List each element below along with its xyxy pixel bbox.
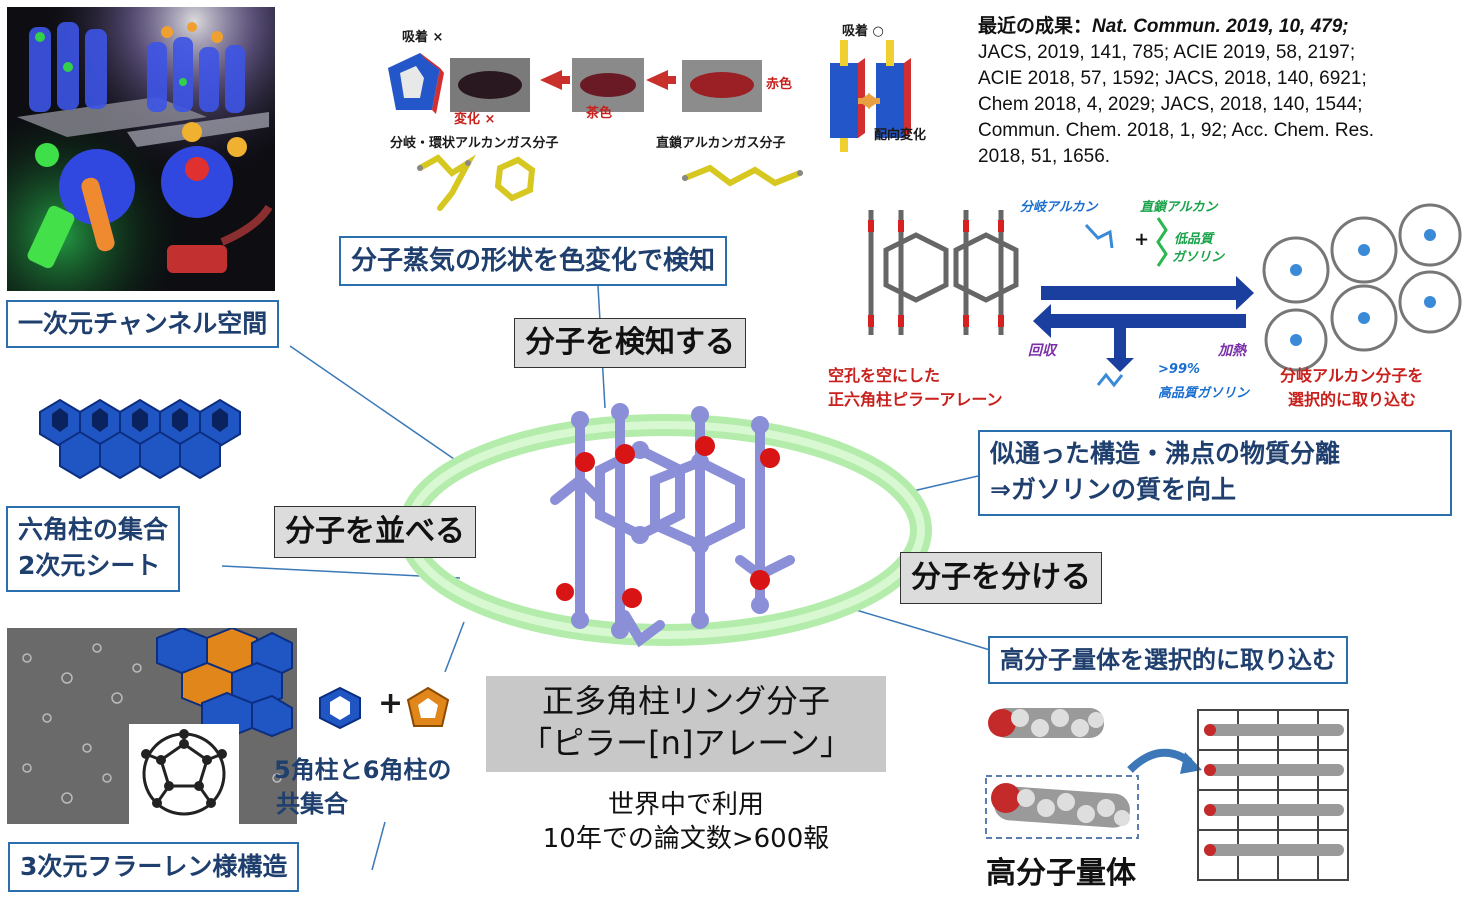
pillararene-title-line2: 「ピラー[n]アレーン」 [520, 724, 852, 762]
separate-molecules-text: 分子を分ける [911, 560, 1091, 595]
reference-line-3: ACIE 2018, 57, 1592; JACS, 2018, 140, 69… [978, 68, 1367, 89]
separation-line1: 似通った構造・沸点の物質分離 [990, 439, 1341, 468]
pentagon-prism-icon [406, 686, 450, 727]
orient-change-label: 配向変化 [874, 128, 927, 143]
arrange-molecules-text: 分子を並べる [285, 514, 465, 549]
separation-box: 似通った構造・沸点の物質分離 ⇒ガソリンの質を向上 [978, 430, 1452, 516]
recover-label: 回収 [1028, 343, 1056, 359]
separation-line2: ⇒ガソリンの質を向上 [990, 475, 1236, 504]
reference-line-2: JACS, 2019, 141, 785; ACIE 2019, 58, 219… [978, 42, 1356, 63]
pillararene-title-box: 正多角柱リング分子 「ピラー[n]アレーン」 [486, 676, 886, 772]
channel-space-text: 一次元チャンネル空間 [18, 309, 268, 338]
pillararene-title-line1: 正多角柱リング分子 [541, 682, 830, 720]
usage-line1: 世界中で利用 [607, 790, 764, 820]
references-label: 最近の成果： [978, 16, 1093, 37]
emptied-pillararene-line1: 空孔を空にした [828, 366, 941, 385]
coassembly-line2: 共集合 [276, 790, 348, 818]
vapor-color-detection-text: 分子蒸気の形状を色変化で検知 [351, 246, 716, 276]
detect-molecules-box: 分子を検知する [514, 318, 746, 368]
branched-alkane-label: 分岐アルカン [1020, 200, 1098, 215]
hex-sheet-line2: 2次元シート [18, 551, 161, 580]
brown-label: 茶色 [586, 106, 613, 121]
red-label: 赤色 [766, 77, 793, 92]
low-quality-label-2: ガソリン [1172, 250, 1225, 265]
adsorb-yes-label: 吸着 ○ [842, 24, 884, 39]
linear-alkane-label: 直鎖アルカン [1140, 200, 1218, 215]
reference-line-5: Commun. Chem. 2018, 1, 92; Acc. Chem. Re… [978, 120, 1375, 141]
sem-fullerene-image [7, 628, 297, 824]
polymer-label: 高分子量体 [986, 856, 1136, 891]
coassembly-line1: 5角柱と6角柱の [274, 756, 452, 784]
polymer-uptake-image: 高分子量体 [980, 690, 1350, 902]
hex-sheet-box: 六角柱の集合 2次元シート [6, 506, 181, 592]
change-no-label: 変化 × [454, 112, 496, 127]
high-quality-line2: 高品質ガソリン [1158, 386, 1250, 401]
detect-molecules-text: 分子を検知する [525, 325, 735, 360]
adsorb-no-label: 吸着 × [402, 30, 444, 45]
reference-line-6: 2018, 51, 1656. [978, 146, 1111, 167]
polymer-uptake-text: 高分子量体を選択的に取り込む [1000, 646, 1336, 674]
hex-sheet-line1: 六角柱の集合 [18, 515, 169, 544]
usage-line2: 10年での論文数>600報 [542, 824, 830, 854]
vapor-color-detection-box: 分子蒸気の形状を色変化で検知 [339, 236, 728, 286]
hexagon-prism-icon [319, 686, 361, 730]
selective-uptake-line1: 分岐アルカン分子を [1280, 366, 1424, 385]
selective-uptake-line2: 選択的に取り込む [1288, 390, 1417, 409]
linear-gas-label: 直鎖アルカンガス分子 [656, 136, 786, 151]
hexagonal-sheet-image [39, 398, 241, 480]
branched-gas-label: 分岐・環状アルカンガス分子 [390, 136, 559, 151]
reference-line-1: Nat. Commun. 2019, 10, 479; [1092, 16, 1349, 37]
polymer-uptake-box: 高分子量体を選択的に取り込む [988, 636, 1348, 684]
channel-space-box: 一次元チャンネル空間 [6, 300, 280, 348]
heat-label: 加熱 [1218, 343, 1246, 359]
emptied-pillararene-line2: 正六角柱ピラーアレーン [828, 390, 1003, 409]
reference-line-4: Chem 2018, 4, 2029; JACS, 2018, 140, 154… [978, 94, 1363, 115]
fullerene-structure-text: 3次元フラーレン様構造 [20, 852, 288, 881]
usage-summary: 世界中で利用 10年での論文数>600報 [486, 788, 886, 856]
svg-text:+: + [1134, 229, 1149, 250]
green-ring [398, 414, 932, 646]
high-quality-line1: >99% [1158, 362, 1201, 377]
arrange-molecules-box: 分子を並べる [274, 506, 476, 558]
low-quality-label-1: 低品質 [1174, 232, 1214, 247]
recent-results-references: 最近の成果：Nat. Commun. 2019, 10, 479; JACS, … [978, 14, 1468, 170]
fullerene-structure-box: 3次元フラーレン様構造 [8, 842, 300, 892]
channel-illustration [7, 7, 275, 291]
vapor-detection-panel: 吸着 × 変化 × 茶色 赤色 吸着 ○ 配向変化 分岐・環状アルカンガス分子 … [380, 18, 940, 223]
pillararene-molecule [550, 407, 795, 648]
coassembly-plus: + [378, 686, 404, 721]
separate-molecules-box: 分子を分ける [900, 552, 1102, 604]
gasoline-separation-panel: + 分岐アルカン 直鎖アルカン 低品質 ガソリン 回収 加熱 空孔を空にした 正… [816, 190, 1472, 412]
